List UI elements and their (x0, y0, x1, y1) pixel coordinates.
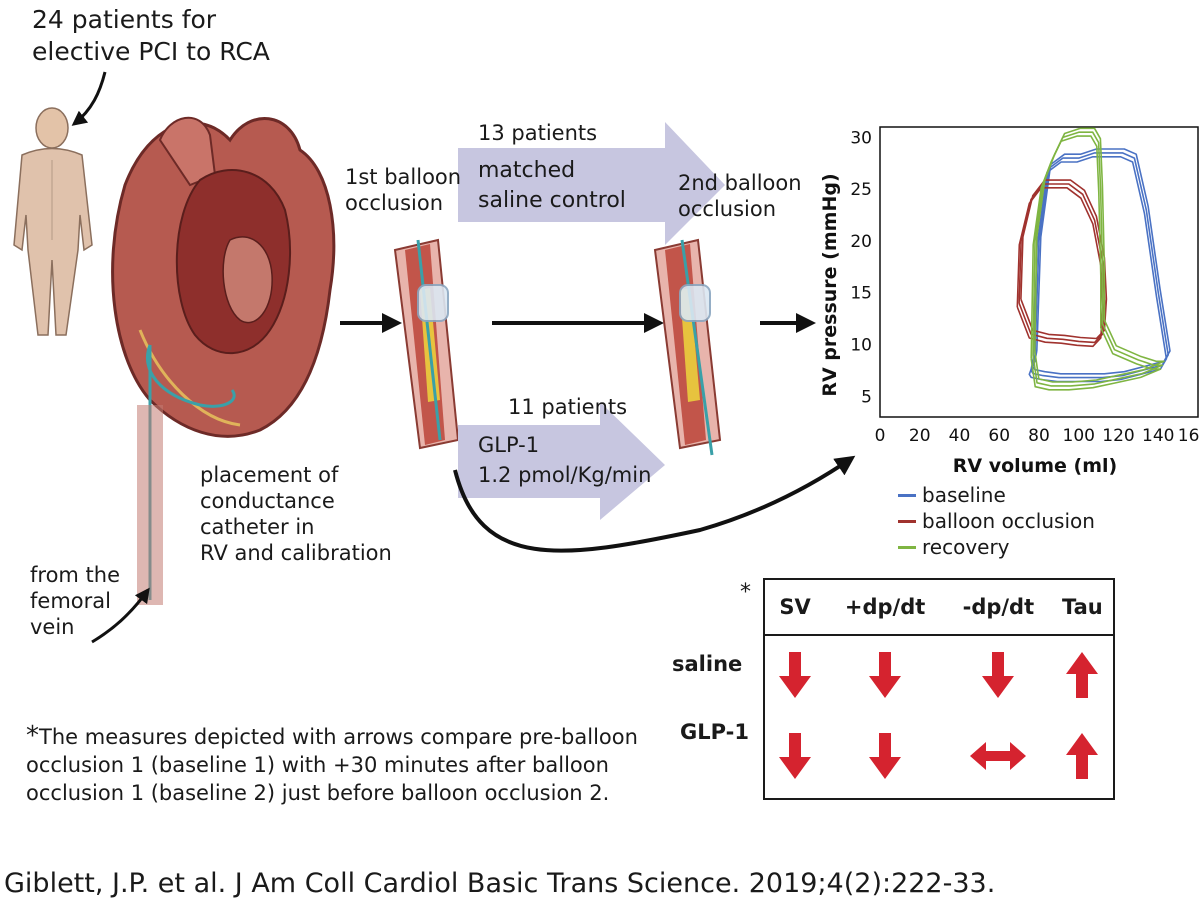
effects-header-row: SV +dp/dt -dp/dt Tau (764, 579, 1114, 635)
col-sv: SV (779, 595, 811, 619)
legend-item-baseline: baseline (898, 482, 1095, 508)
saline-minus-dpdt-arrow-icon (982, 651, 1015, 698)
x-tick-label: 160 (1178, 426, 1200, 446)
arrow-shape-down (869, 732, 902, 779)
y-tick-label: 15 (850, 284, 872, 304)
femoral-label: from the femoral vein (30, 563, 121, 639)
col-minus-dpdt: -dp/dt (962, 595, 1035, 619)
chart-legend: baseline balloon occlusion recovery (898, 482, 1095, 560)
y-tick-label: 20 (850, 232, 872, 252)
legend-swatch-balloon (898, 519, 916, 523)
study-title: 24 patients for elective PCI to RCA (32, 5, 270, 66)
x-tick-label: 140 (1142, 426, 1174, 446)
arrow-shape-down (982, 651, 1015, 698)
table-asterisk: * (740, 580, 751, 605)
pv-loop-chart: 0 20 40 60 80 100 120 140160 5 10 15 20 25 30 RV pres… (819, 126, 1200, 477)
glp1-minus-dpdt-arrow-icon (970, 741, 1027, 770)
heart-illustration (111, 116, 336, 605)
glp1-to-chart-curved-arrow (453, 455, 856, 553)
saline-tau-arrow-icon (1066, 651, 1099, 698)
first-balloon-label: 1st balloon occlusion (345, 165, 462, 215)
glp1-arm-band (458, 402, 665, 520)
x-tick-label: 40 (949, 426, 971, 446)
x-tick-label: 20 (909, 426, 931, 446)
glp1-tau-arrow-icon (1066, 732, 1099, 779)
effects-table: SV +dp/dt -dp/dt Tau (763, 578, 1115, 800)
x-tick-label: 80 (1028, 426, 1050, 446)
glp1-arm-label: GLP-1 1.2 pmol/Kg/min (478, 433, 652, 487)
chart-plot-frame (879, 126, 1199, 418)
femoral-pointer-arrow (91, 587, 150, 644)
glp1-sv-arrow-icon (779, 732, 812, 779)
footnote-text: The measures depicted with arrows compar… (26, 725, 638, 805)
x-axis-label: RV volume (ml) (953, 455, 1117, 477)
patient-figure-icon (13, 107, 93, 336)
saline-arm-band (458, 122, 725, 245)
second-balloon-label: 2nd balloon occlusion (678, 171, 802, 221)
footnote: *The measures depicted with arrows compa… (26, 722, 666, 807)
y-tick-label: 10 (850, 336, 872, 356)
series-line-baseline (1030, 152, 1170, 379)
effects-row-saline (764, 635, 1114, 717)
saline-plus-dpdt-arrow-icon (869, 651, 902, 698)
legend-item-recovery: recovery (898, 534, 1095, 560)
x-tick-label: 100 (1063, 426, 1095, 446)
first-balloon-vessel (393, 238, 460, 450)
saline-arm-label: matched saline control (478, 158, 626, 213)
saline-count: 13 patients (478, 121, 598, 145)
arrow-shape-both (970, 741, 1027, 770)
effects-row-glp1 (764, 717, 1114, 799)
citation: Giblett, J.P. et al. J Am Coll Cardiol B… (4, 868, 996, 899)
title-pointer-arrow (71, 71, 107, 126)
col-plus-dpdt: +dp/dt (844, 595, 926, 619)
arrow-shape-down (869, 651, 902, 698)
x-tick-label: 0 (875, 426, 886, 446)
series-line-baseline (1028, 156, 1168, 383)
placement-label: placement of conductance catheter in RV … (200, 463, 392, 565)
glp1-plus-dpdt-arrow-icon (869, 732, 902, 779)
row-label-glp1: GLP-1 (680, 720, 749, 744)
glp1-count: 11 patients (508, 395, 628, 419)
legend-swatch-recovery (898, 545, 916, 549)
footnote-asterisk: * (26, 721, 39, 751)
legend-label-recovery: recovery (922, 535, 1010, 559)
arrow-shape-up (1066, 732, 1099, 779)
row-label-saline: saline (672, 652, 743, 676)
legend-label-balloon: balloon occlusion (922, 509, 1095, 533)
x-tick-label: 120 (1102, 426, 1134, 446)
series-line-baseline (1032, 148, 1171, 375)
y-tick-label: 25 (850, 180, 872, 200)
series-line-recovery (1034, 127, 1165, 383)
arrow-shape-down (779, 732, 812, 779)
col-tau: Tau (1061, 595, 1103, 619)
saline-sv-arrow-icon (779, 651, 812, 698)
x-tick-label: 60 (988, 426, 1010, 446)
arrow-shape-up (1066, 651, 1099, 698)
y-tick-label: 30 (850, 128, 872, 148)
y-axis-label: RV pressure (mmHg) (819, 173, 841, 396)
second-balloon-vessel (653, 238, 722, 456)
arrow-shape-down (779, 651, 812, 698)
legend-swatch-baseline (898, 493, 916, 497)
legend-item-balloon: balloon occlusion (898, 508, 1095, 534)
y-tick-label: 5 (861, 387, 872, 407)
legend-label-baseline: baseline (922, 483, 1006, 507)
